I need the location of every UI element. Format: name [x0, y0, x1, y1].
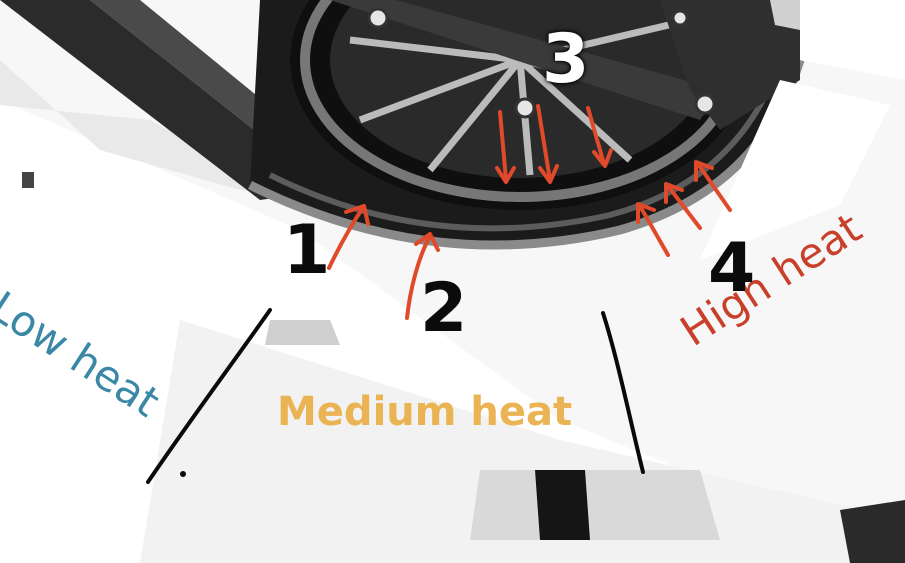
arrow-3c [586, 106, 606, 166]
arrow-4c [696, 162, 732, 212]
bolts [367, 7, 716, 119]
arrow-3b [536, 104, 552, 182]
arrow-4b-head [664, 182, 684, 204]
marker-4: 4 [708, 229, 756, 308]
frame-bar [330, 0, 720, 120]
arrow-4b [666, 184, 702, 230]
divider-left [146, 308, 272, 484]
arrow-1 [327, 204, 366, 270]
ramp-surface [140, 320, 905, 563]
right-panel [800, 0, 905, 80]
corner-dark [840, 500, 905, 563]
arrow-4c-head [694, 160, 714, 182]
heat-arrows [327, 104, 732, 320]
arrow-4a [638, 204, 670, 257]
arrow-2-head [414, 232, 440, 252]
arrow-3c-head [592, 148, 613, 168]
marker-3: 3 [542, 20, 590, 99]
arrow-3a-head [495, 166, 516, 184]
small-bolt [22, 172, 34, 188]
medium-heat-label: Medium heat [277, 389, 573, 435]
bracket [660, 0, 800, 130]
arrow-1-head [344, 204, 370, 226]
support-slot [535, 470, 590, 540]
bracket-plate [770, 0, 800, 30]
zone-dividers [146, 308, 645, 484]
arrow-3b-head [538, 164, 559, 184]
arrow-2 [405, 234, 432, 320]
marker-2: 2 [420, 269, 468, 348]
arrow-3a [498, 110, 508, 182]
arrow-4a-head [636, 202, 656, 224]
small-slot [265, 320, 340, 345]
diagonal-rail [0, 0, 330, 200]
marker-1: 1 [283, 211, 331, 290]
ramp-panel [700, 80, 890, 260]
support-block [470, 470, 720, 540]
divider-right [601, 311, 645, 474]
divider-dot [180, 471, 186, 477]
